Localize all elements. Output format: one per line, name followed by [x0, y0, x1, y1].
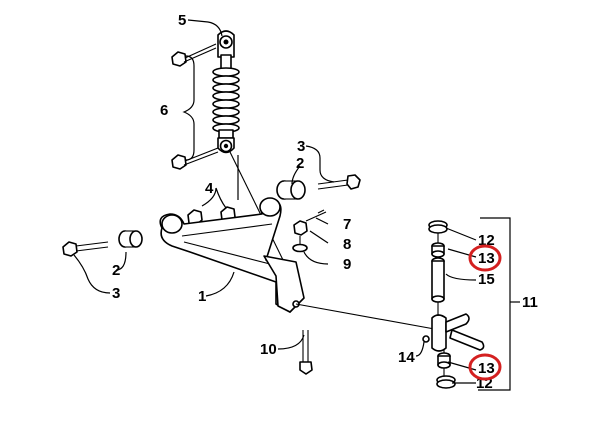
- callout-14: 14: [398, 349, 415, 366]
- callout-13-upper: 13: [478, 250, 495, 267]
- callout-8: 8: [343, 236, 351, 253]
- shock-spring: [212, 67, 240, 133]
- shock-bolt-lower: [171, 147, 219, 170]
- highlight-circle-13-lower: [468, 353, 502, 381]
- callout-3-lower: 3: [112, 285, 120, 302]
- callout-7: 7: [343, 216, 351, 233]
- callout-6: 6: [160, 102, 168, 119]
- shock-bolt-upper: [171, 43, 217, 67]
- callout-1: 1: [198, 288, 206, 305]
- cotter-pin: [305, 209, 327, 222]
- bolt-upper-right: [317, 174, 361, 190]
- callout-4: 4: [205, 180, 214, 197]
- callout-11: 11: [522, 294, 538, 311]
- spindle-assembly: [422, 220, 485, 389]
- callout-5: 5: [178, 12, 186, 29]
- shock-absorber: [212, 30, 240, 154]
- bushing-left: [118, 230, 143, 248]
- highlight-circle-13-upper: [468, 244, 502, 272]
- washer: [292, 243, 308, 253]
- callout-2-lower: 2: [112, 262, 120, 279]
- callout-3-upper: 3: [297, 138, 305, 155]
- a-arm: [159, 197, 305, 313]
- bolt-lower: [299, 330, 313, 375]
- callout-10: 10: [260, 341, 277, 358]
- callout-13-lower: 13: [478, 360, 495, 377]
- callout-2-upper: 2: [296, 155, 304, 172]
- bolt-left: [62, 241, 109, 257]
- bushing-upper-right: [276, 180, 306, 200]
- castle-nut: [293, 220, 308, 236]
- callout-15: 15: [478, 271, 495, 288]
- callout-9: 9: [343, 256, 351, 273]
